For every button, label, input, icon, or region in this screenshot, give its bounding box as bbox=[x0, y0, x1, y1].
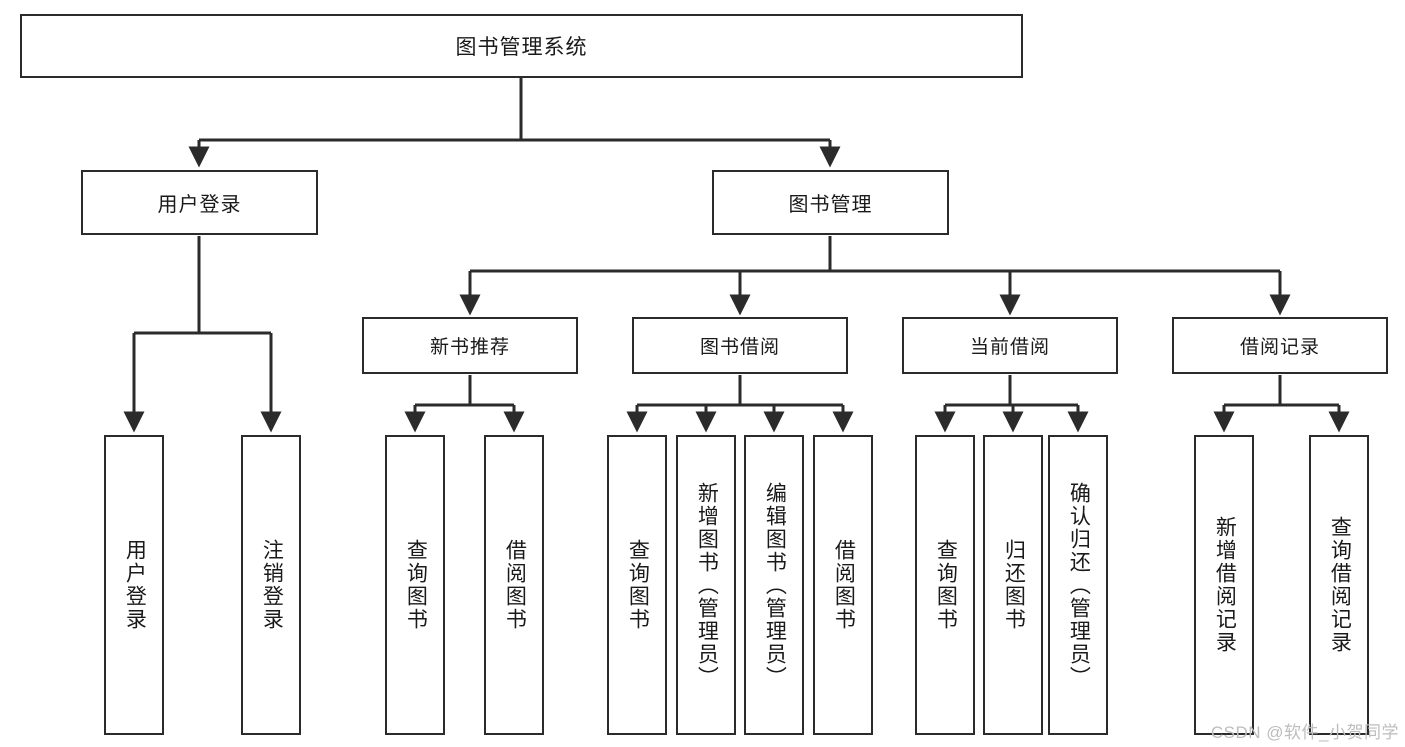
node-leaf-add-book[interactable]: 新增图书（管理员） bbox=[676, 435, 736, 735]
node-label: 借阅图书 bbox=[503, 539, 527, 631]
node-book-management[interactable]: 图书管理 bbox=[712, 170, 949, 235]
node-label: 查询图书 bbox=[404, 539, 428, 631]
node-leaf-borrow-book-recommend[interactable]: 借阅图书 bbox=[484, 435, 544, 735]
node-current-borrow[interactable]: 当前借阅 bbox=[902, 317, 1118, 374]
node-borrow-record[interactable]: 借阅记录 bbox=[1172, 317, 1388, 374]
node-label: 图书管理 bbox=[788, 194, 873, 216]
node-leaf-query-book-current[interactable]: 查询图书 bbox=[915, 435, 975, 735]
watermark-csdn: CSDN @软件_小贺同学 bbox=[1210, 723, 1399, 742]
node-leaf-query-borrow-record[interactable]: 查询借阅记录 bbox=[1309, 435, 1369, 735]
node-label: 注销登录 bbox=[260, 539, 284, 631]
node-label: 用户登录 bbox=[123, 539, 147, 631]
node-label: 当前借阅 bbox=[969, 337, 1050, 358]
node-label: 新书推荐 bbox=[429, 337, 510, 358]
node-book-borrow[interactable]: 图书借阅 bbox=[632, 317, 848, 374]
node-label: 查询图书 bbox=[626, 539, 650, 631]
node-label: 编辑图书（管理员） bbox=[763, 481, 787, 689]
node-label: 归还图书 bbox=[1002, 539, 1026, 631]
node-leaf-confirm-return[interactable]: 确认归还（管理员） bbox=[1048, 435, 1108, 735]
node-label: 新增借阅记录 bbox=[1213, 516, 1237, 654]
node-leaf-borrow-book[interactable]: 借阅图书 bbox=[813, 435, 873, 735]
node-label: 用户登录 bbox=[157, 194, 242, 216]
node-label: 图书借阅 bbox=[699, 337, 780, 358]
node-label: 查询借阅记录 bbox=[1328, 516, 1352, 654]
node-leaf-edit-book[interactable]: 编辑图书（管理员） bbox=[744, 435, 804, 735]
node-user-login[interactable]: 用户登录 bbox=[81, 170, 318, 235]
node-leaf-query-book-borrow[interactable]: 查询图书 bbox=[607, 435, 667, 735]
node-label: 借阅记录 bbox=[1239, 337, 1320, 358]
node-label: 查询图书 bbox=[934, 539, 958, 631]
node-label: 新增图书（管理员） bbox=[695, 481, 719, 689]
node-leaf-return-book[interactable]: 归还图书 bbox=[983, 435, 1043, 735]
node-leaf-add-borrow-record[interactable]: 新增借阅记录 bbox=[1194, 435, 1254, 735]
node-leaf-user-login[interactable]: 用户登录 bbox=[104, 435, 164, 735]
node-root-book-management-system[interactable]: 图书管理系统 bbox=[20, 14, 1023, 78]
node-label: 确认归还（管理员） bbox=[1067, 481, 1091, 689]
node-label: 图书管理系统 bbox=[455, 36, 588, 59]
node-leaf-query-book-recommend[interactable]: 查询图书 bbox=[385, 435, 445, 735]
node-leaf-logout-login[interactable]: 注销登录 bbox=[241, 435, 301, 735]
node-new-book-recommend[interactable]: 新书推荐 bbox=[362, 317, 578, 374]
node-label: 借阅图书 bbox=[832, 539, 856, 631]
